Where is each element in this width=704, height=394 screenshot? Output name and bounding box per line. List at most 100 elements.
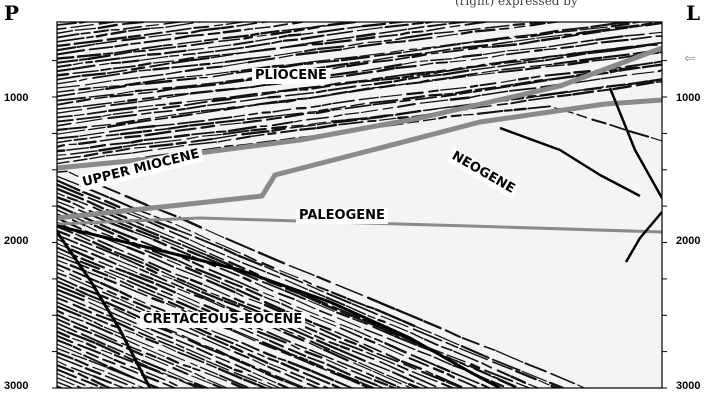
reflector-segment	[575, 71, 590, 72]
reflector-segment	[154, 68, 169, 70]
reflector-segment	[364, 61, 370, 62]
reflector-segment	[212, 16, 222, 17]
right-tick-3000: 3000	[676, 381, 700, 392]
reflector-segment	[284, 40, 297, 41]
reflector-segment	[57, 57, 73, 58]
reflector-segment	[134, 51, 145, 52]
reflector-segment	[519, 78, 528, 79]
unit-label-paleogene: PALEOGENE	[296, 208, 388, 224]
reflector-segment	[493, 16, 510, 18]
reflector-segment	[436, 62, 447, 63]
reflector-segment	[87, 37, 93, 38]
reflector-segment	[480, 389, 502, 394]
reflector-segment	[170, 103, 181, 104]
reflector-segment	[431, 59, 444, 60]
reflector-segment	[156, 105, 165, 106]
reflector-segment	[534, 390, 546, 394]
reflector-segment	[429, 91, 438, 92]
reflector-segment	[413, 23, 423, 24]
reflector-segment	[268, 133, 275, 134]
reflector-segment	[471, 86, 477, 87]
reflector-segment	[509, 389, 535, 394]
reflector-segment	[407, 93, 422, 95]
reflector-segment	[175, 135, 189, 137]
reflector-segment	[563, 18, 579, 20]
right-endpoint-label: L	[686, 3, 700, 23]
reflector-segment	[57, 19, 66, 21]
reflector-segment	[163, 45, 172, 46]
reflector-segment	[79, 88, 90, 89]
reflector-segment	[440, 18, 457, 20]
reflector-segment	[81, 33, 90, 34]
reflector-segment	[558, 95, 571, 97]
reflector-segment	[374, 18, 383, 20]
reflector-segment	[177, 109, 185, 110]
reflector-segment	[178, 389, 206, 394]
reflector-segment	[125, 136, 140, 137]
reflector-segment	[143, 98, 154, 99]
reflector-segment	[305, 388, 323, 394]
reflector-segment	[200, 389, 221, 394]
reflector-segment	[505, 110, 512, 111]
reflector-segment	[177, 143, 186, 144]
reflector-segment	[191, 35, 203, 36]
left-tick-3000: 3000	[4, 381, 28, 392]
reflector-segment	[57, 45, 70, 47]
reflector-segment	[399, 117, 408, 118]
reflector-segment	[469, 48, 477, 49]
reflector-segment	[520, 389, 540, 394]
reflector-segment	[218, 16, 246, 20]
reflector-segment	[57, 390, 75, 394]
reflector-segment	[174, 88, 187, 89]
reflector-segment	[561, 47, 573, 48]
reflector-segment	[461, 15, 485, 18]
reflector-segment	[99, 18, 106, 19]
reflector-segment	[207, 67, 222, 68]
reflector-segment	[247, 390, 274, 394]
reflector-segment	[441, 389, 454, 394]
right-tick-2000: 2000	[676, 236, 700, 247]
reflector-segment	[273, 66, 284, 67]
left-endpoint-label: P	[4, 3, 19, 23]
reflector-segment	[498, 104, 508, 105]
reflector-segment	[410, 73, 424, 74]
arrow-icon: ⇐	[684, 52, 696, 66]
reflector-segment	[270, 16, 286, 17]
reflector-segment	[385, 17, 395, 18]
reflector-segment	[280, 36, 287, 38]
reflector-segment	[492, 63, 500, 64]
reflector-segment	[429, 95, 441, 96]
reflector-segment	[148, 54, 160, 55]
reflector-segment	[438, 14, 463, 17]
reflector-segment	[400, 100, 410, 101]
reflector-segment	[207, 390, 228, 394]
reflector-segment	[514, 24, 524, 25]
reflector-segment	[57, 28, 66, 29]
reflector-segment	[57, 129, 67, 130]
right-tick-1000: 1000	[676, 93, 700, 104]
reflector-segment	[544, 391, 559, 394]
reflector-segment	[313, 44, 323, 45]
reflector-segment	[426, 72, 434, 73]
reflector-segment	[194, 27, 208, 28]
reflector-segment	[111, 63, 120, 64]
reflector-segment	[514, 84, 522, 86]
unit-label-pliocene: PLIOCENE	[252, 68, 330, 84]
reflector-segment	[542, 57, 548, 58]
reflector-segment	[535, 50, 542, 51]
reflector-segment	[500, 28, 508, 29]
reflector-segment	[76, 390, 85, 394]
reflector-segment	[576, 17, 588, 19]
top-caption-fragment: (right) expressed by	[455, 0, 578, 8]
reflector-segment	[289, 35, 301, 36]
reflector-segment	[80, 59, 87, 60]
reflector-segment	[474, 91, 482, 92]
reflector-segment	[197, 17, 210, 19]
reflector-segment	[307, 20, 315, 21]
reflector-segment	[217, 90, 229, 91]
reflector-segment	[413, 31, 423, 32]
reflector-segment	[268, 97, 280, 98]
reflector-segment	[371, 18, 389, 20]
reflector-segment	[410, 49, 417, 50]
